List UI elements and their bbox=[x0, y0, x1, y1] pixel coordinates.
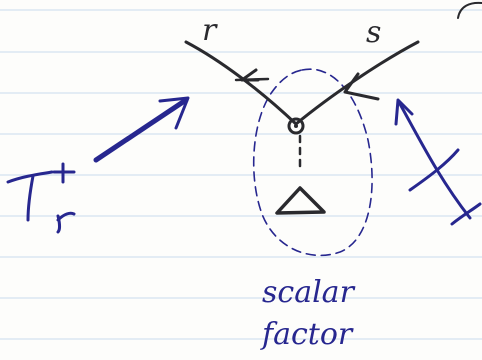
ruled-lines bbox=[0, 10, 482, 339]
fermion-line-s bbox=[296, 42, 418, 124]
label-scalar: scalar bbox=[262, 275, 356, 310]
t-r-dagger-symbol bbox=[8, 164, 74, 232]
arrow-r-extra-stroke bbox=[236, 79, 268, 80]
vertex-dot bbox=[294, 124, 298, 128]
label-factor: factor bbox=[260, 317, 354, 352]
fermion-line-r bbox=[186, 42, 296, 124]
label-s: s bbox=[366, 15, 381, 50]
crossed-arrows-symbol bbox=[396, 100, 480, 224]
delta-triangle-icon bbox=[277, 188, 324, 213]
label-r: r bbox=[202, 13, 218, 48]
scalar-oval bbox=[254, 69, 372, 255]
incoming-arrow-icon bbox=[96, 100, 186, 160]
